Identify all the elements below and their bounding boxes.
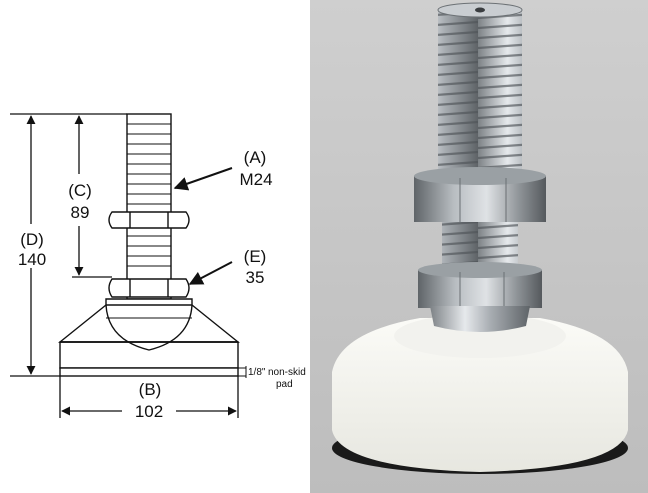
pad-note-text2: pad: [276, 379, 293, 390]
dimension-b: [59, 376, 239, 418]
base-disc: [58, 304, 240, 343]
thread-lines: [127, 123, 171, 267]
dim-c-value: 89: [71, 203, 90, 222]
dimension-c: [72, 115, 112, 278]
callout-e-letter: (E): [244, 247, 267, 266]
dim-c-letter: (C): [68, 181, 92, 200]
callout-e-arrow: [188, 261, 233, 285]
callout-a-arrow: [173, 167, 233, 191]
non-skid-pad: [59, 367, 239, 377]
dimension-drawing: (D) 140 (C) 89 (A) M24 (E) 35 (B) 102 1/…: [10, 113, 306, 421]
upper-hex-nut: [414, 167, 546, 222]
callout-a-letter: (A): [244, 148, 267, 167]
upper-nut: [108, 211, 190, 229]
pad-note-size: 1/8": [248, 367, 266, 378]
dimension-d: [10, 113, 127, 377]
ball-socket: [430, 306, 530, 332]
lower-nut: [108, 278, 190, 298]
product-photo: [310, 0, 648, 493]
threaded-stud: [438, 8, 522, 174]
dim-b-value: 102: [135, 402, 163, 421]
leveler-outline: [58, 113, 240, 377]
lower-hex-nut: [418, 262, 542, 308]
pad-note-leader: [238, 366, 247, 378]
pad-note-text1: non-skid: [268, 367, 306, 378]
callout-a-value: M24: [239, 170, 272, 189]
dim-d-letter: (D): [20, 230, 44, 249]
base-pad: [332, 314, 628, 474]
dim-d-value: 140: [18, 250, 46, 269]
callout-e-value: 35: [246, 268, 265, 287]
dim-b-letter: (B): [139, 380, 162, 399]
